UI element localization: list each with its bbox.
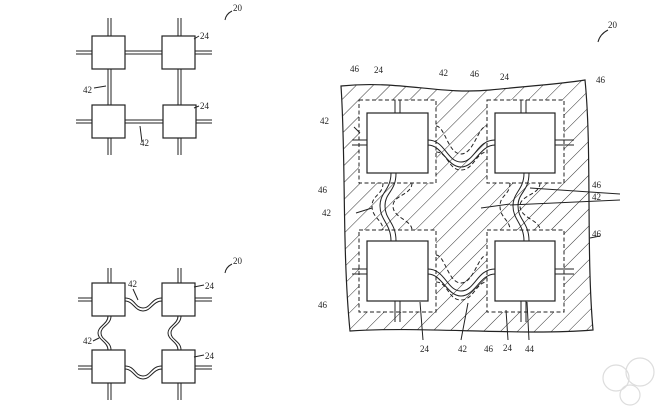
ref-label: 42 bbox=[83, 85, 92, 95]
ref-label: 24 bbox=[205, 281, 215, 291]
serpentine-interconnects bbox=[352, 100, 574, 322]
ref-label: 46 bbox=[596, 75, 606, 85]
ref-label: 46 bbox=[350, 64, 360, 74]
device-island bbox=[494, 112, 556, 174]
ref-label: 46 bbox=[592, 180, 602, 190]
watermark-logo bbox=[602, 357, 655, 406]
device-island bbox=[161, 349, 196, 384]
device-island bbox=[494, 240, 556, 302]
figure-top-left: 20 24 24 42 42 bbox=[76, 3, 243, 155]
ref-label: 42 bbox=[322, 208, 331, 218]
serpentine-interconnects bbox=[78, 268, 212, 400]
device-island bbox=[162, 104, 197, 139]
ref-label: 24 bbox=[420, 344, 430, 354]
device-island bbox=[91, 104, 126, 139]
ref-label: 24 bbox=[200, 101, 210, 111]
ref-label: 46 bbox=[484, 344, 494, 354]
device-island bbox=[91, 349, 126, 384]
ref-label: 46 bbox=[592, 229, 602, 239]
ref-label: 24 bbox=[205, 351, 215, 361]
ref-arrow bbox=[224, 10, 233, 21]
straight-interconnects bbox=[76, 18, 212, 155]
device-island bbox=[161, 35, 196, 70]
device-island bbox=[366, 240, 429, 302]
ref-label: 46 bbox=[318, 300, 328, 310]
ref-label: 24 bbox=[503, 343, 513, 353]
figure-ref-label: 20 bbox=[608, 20, 618, 30]
ref-label: 42 bbox=[83, 336, 92, 346]
ref-label: 42 bbox=[439, 68, 448, 78]
figure-ref-label: 20 bbox=[233, 256, 243, 266]
ref-label: 44 bbox=[525, 344, 535, 354]
ref-label: 24 bbox=[374, 65, 384, 75]
device-island bbox=[91, 35, 126, 70]
figure-bottom-left: 20 42 24 42 24 bbox=[78, 256, 243, 400]
ref-label: 42 bbox=[592, 192, 601, 202]
device-island bbox=[161, 282, 196, 317]
ref-label: 46 bbox=[470, 69, 480, 79]
ref-label: 42 bbox=[320, 116, 329, 126]
ref-label: 42 bbox=[128, 279, 137, 289]
ref-label: 42 bbox=[140, 138, 149, 148]
device-island bbox=[91, 282, 126, 317]
figure-ref-label: 20 bbox=[233, 3, 243, 13]
ref-label: 42 bbox=[458, 344, 467, 354]
ref-label: 24 bbox=[500, 72, 510, 82]
leader-lines bbox=[353, 29, 621, 341]
ref-label: 24 bbox=[200, 31, 210, 41]
leader-lines bbox=[92, 263, 233, 358]
device-island bbox=[366, 112, 429, 174]
ref-label: 46 bbox=[318, 185, 328, 195]
figure-right: 20 46 24 42 46 24 46 42 46 42 46 42 46 4… bbox=[318, 20, 621, 354]
leader-lines bbox=[93, 35, 200, 143]
